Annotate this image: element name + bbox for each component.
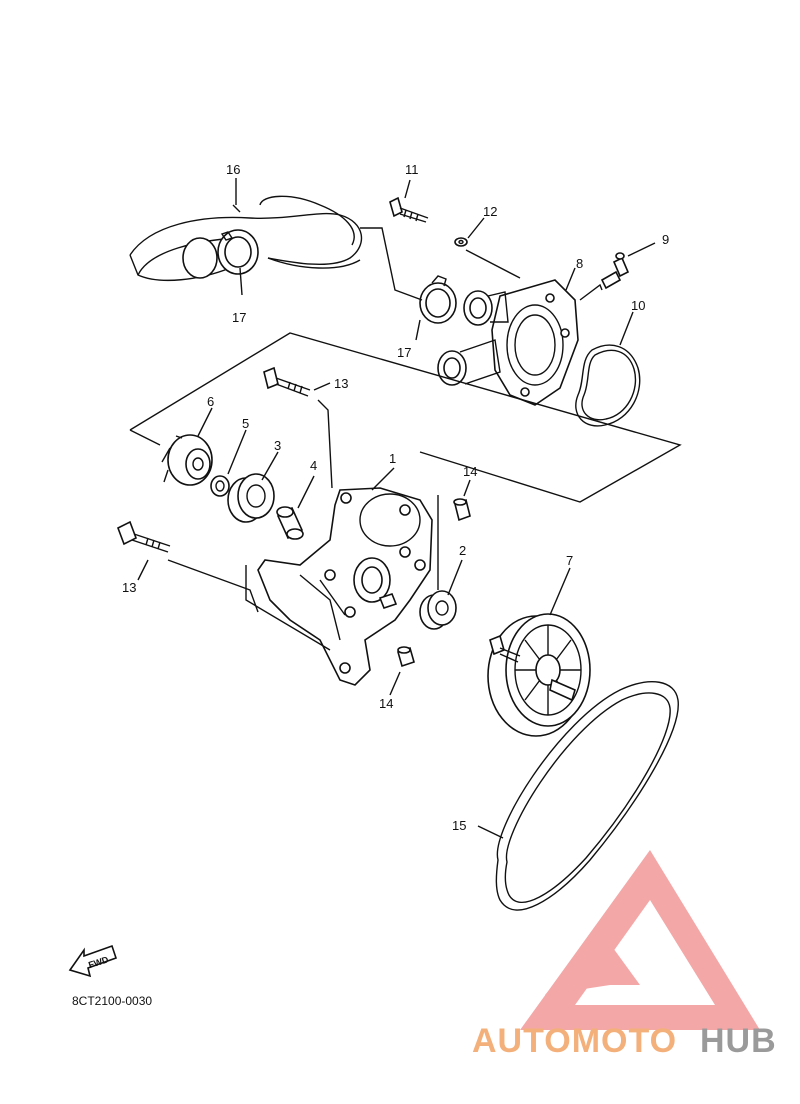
bearing-2 <box>419 590 457 630</box>
fitting-9 <box>600 252 630 290</box>
hose-clamp-17-upper <box>419 275 457 324</box>
label-5: 5 <box>242 416 249 431</box>
watermark-part1: AUTOMOTO <box>472 1022 677 1060</box>
assembly-outline <box>129 332 682 503</box>
dowel-14-upper <box>453 498 471 522</box>
belt-15 <box>495 681 679 911</box>
label-14-upper: 14 <box>463 464 477 479</box>
label-17-upper: 17 <box>232 310 246 325</box>
label-2: 2 <box>459 543 466 558</box>
collar-4 <box>276 506 304 540</box>
seal-5 <box>210 475 230 497</box>
label-16: 16 <box>226 162 240 177</box>
label-15: 15 <box>452 818 466 833</box>
label-12: 12 <box>483 204 497 219</box>
watermark-part2: HUB <box>700 1022 777 1060</box>
bolt-11 <box>389 196 429 223</box>
gasket-10 <box>575 344 641 427</box>
label-3: 3 <box>274 438 281 453</box>
bolt-13-lower <box>116 520 171 553</box>
pump-housing-8 <box>437 279 579 406</box>
label-4: 4 <box>310 458 317 473</box>
washer-12 <box>454 237 468 247</box>
label-11: 11 <box>405 162 419 177</box>
label-14-lower: 14 <box>379 696 393 711</box>
hose-assembly <box>129 195 363 282</box>
label-9: 9 <box>662 232 669 247</box>
label-17-lower: 17 <box>397 345 411 360</box>
label-8: 8 <box>576 256 583 271</box>
label-13-lower: 13 <box>122 580 136 595</box>
label-7: 7 <box>566 553 573 568</box>
bolt-13-upper <box>263 366 311 397</box>
label-6: 6 <box>207 394 214 409</box>
part-labels: 16 17 11 12 9 8 10 17 13 6 5 3 4 1 14 2 … <box>122 162 669 833</box>
fwd-arrow-icon: FWD <box>68 944 118 978</box>
dowel-14-lower <box>397 646 415 668</box>
watermark-text: AUTOMOTO HUB <box>472 1022 777 1060</box>
label-1: 1 <box>389 451 396 466</box>
impeller-6 <box>161 434 213 486</box>
mechanical-seal-3 <box>227 473 275 523</box>
pulley-7 <box>487 613 591 737</box>
label-13-upper: 13 <box>334 376 348 391</box>
label-10: 10 <box>631 298 645 313</box>
watermark-logo <box>520 850 760 1030</box>
pump-body-1 <box>257 487 433 686</box>
leader-lines <box>137 178 656 839</box>
diagram-code: 8CT2100-0030 <box>72 994 152 1008</box>
